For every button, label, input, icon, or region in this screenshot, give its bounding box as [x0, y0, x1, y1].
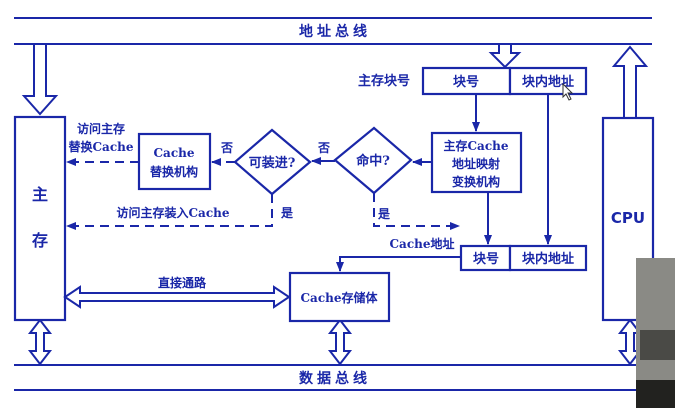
- hit-decision: 命中? 否 是: [317, 126, 413, 221]
- replacement-unit-box: [137, 132, 212, 191]
- data-bus: 数据总线: [14, 364, 652, 391]
- cache-memory: Cache存储体: [288, 271, 391, 323]
- mapping-unit-box: [430, 131, 523, 194]
- mapping-unit-line2: 地址映射: [452, 156, 500, 171]
- direct-path: 直接通路: [63, 275, 291, 309]
- camera-overlay-dark: [636, 380, 675, 408]
- replacement-unit-line2: 替换机构: [150, 164, 198, 179]
- cache-in-block-address-text: 块内地址: [522, 251, 574, 267]
- loadable-no-label: 否: [220, 141, 233, 155]
- loadable-label: 可装进?: [249, 155, 296, 171]
- mapping-unit-line1: 主存Cache: [444, 138, 509, 153]
- cache-block-number-text: 块号: [473, 251, 499, 267]
- hit-yes-label: 是: [377, 207, 391, 221]
- cache-address-label: Cache地址: [390, 236, 455, 251]
- cache-data-arrow: [327, 318, 353, 366]
- cache-in-block-address-cell: [508, 244, 588, 272]
- camera-overlay: [636, 258, 675, 408]
- main-memory: 主 存: [13, 115, 67, 322]
- address-bus: 地址总线: [14, 17, 652, 45]
- main-memory-label-top: 主: [32, 185, 48, 204]
- camera-overlay-band: [640, 330, 675, 360]
- mapping-unit: 主存Cache 地址映射 变换机构: [430, 131, 523, 194]
- loadable-decision: 可装进? 否 是: [220, 128, 312, 220]
- access-replace-line2: 替换Cache: [69, 139, 134, 154]
- direct-path-arrow: [63, 285, 291, 309]
- replacement-unit: Cache 替换机构: [137, 132, 212, 191]
- cpu-data-arrow: [617, 318, 643, 366]
- main-block-number-cell: [421, 66, 512, 96]
- main-in-block-address-text: 块内地址: [522, 74, 574, 90]
- main-memory-box: [13, 115, 67, 322]
- cache-address-to-memory-arrow: [336, 256, 461, 272]
- replacement-unit-line1: Cache: [154, 146, 195, 160]
- cache-memory-label: Cache存储体: [301, 290, 379, 305]
- access-replace-line1: 访问主存: [77, 121, 125, 136]
- cache-memory-box: [288, 271, 391, 323]
- main-memory-label-bottom: 存: [32, 231, 48, 250]
- data-bus-label: 数据总线: [299, 370, 371, 387]
- loadable-yes-arrow: [66, 194, 273, 230]
- hit-yes-arrow: [373, 193, 460, 230]
- address-to-block-arrow: [488, 43, 522, 69]
- memory-data-arrow: [27, 318, 53, 366]
- cpu-label: CPU: [611, 209, 645, 227]
- main-block-number-text: 块号: [453, 74, 479, 90]
- main-block-address-label: 主存块号: [358, 73, 410, 89]
- main-block-address: 主存块号 块号 块内地址: [358, 66, 588, 101]
- loadable-yes-label: 是: [280, 206, 294, 220]
- hit-label: 命中?: [355, 153, 390, 169]
- hit-no-label: 否: [317, 141, 330, 155]
- mapping-unit-line3: 变换机构: [452, 174, 500, 189]
- address-to-memory-arrow: [21, 43, 59, 116]
- cpu-to-address-arrow: [611, 45, 649, 119]
- address-bus-label: 地址总线: [299, 23, 371, 40]
- direct-path-label: 直接通路: [158, 275, 207, 290]
- mouse-cursor-icon: [562, 82, 574, 101]
- access-load-label: 访问主存装入Cache: [117, 205, 230, 220]
